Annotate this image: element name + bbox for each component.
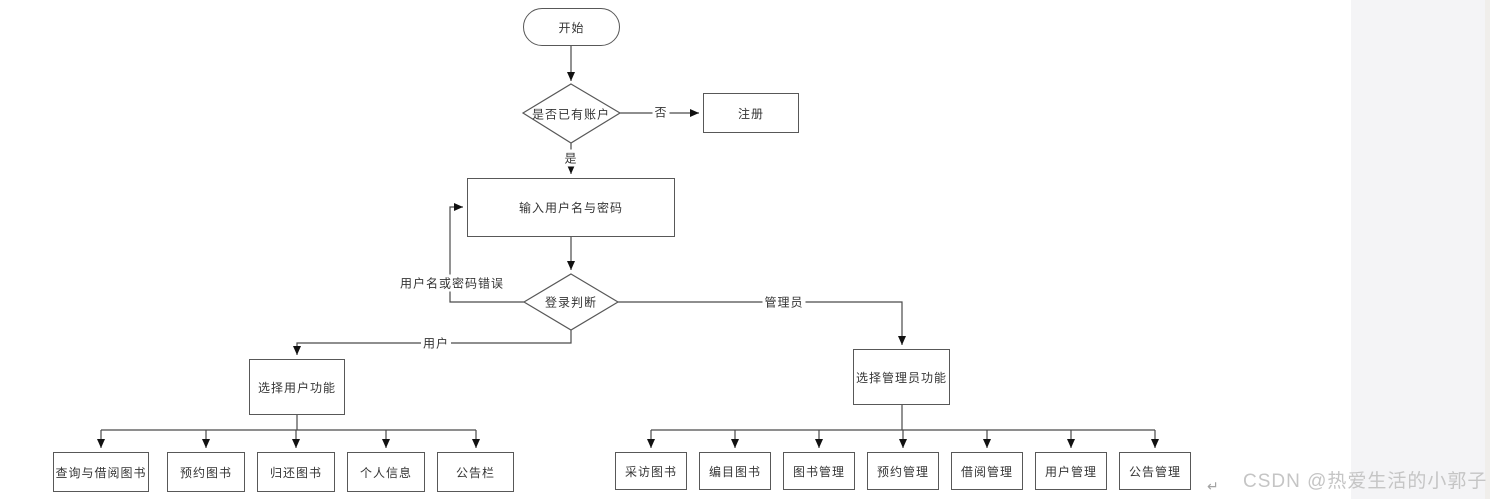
account-decision-label: 是否已有账户	[531, 107, 611, 122]
admin-function-label: 图书管理	[792, 464, 845, 479]
admin-function-node-acquire: 采访图书	[615, 452, 687, 490]
edge-label-admin: 管理员	[762, 293, 806, 311]
user-function-label: 预约图书	[179, 465, 232, 480]
admin-function-node-user-mgmt: 用户管理	[1035, 452, 1107, 490]
user-function-node-bulletin: 公告栏	[437, 452, 514, 492]
edge-label-user: 用户	[420, 334, 452, 352]
user-function-label: 个人信息	[359, 465, 412, 480]
select-admin-function-label: 选择管理员功能	[855, 370, 947, 385]
page-right-gutter	[1351, 0, 1490, 499]
login-decision-diamond	[522, 273, 620, 331]
admin-function-label: 采访图书	[624, 464, 677, 479]
vertical-scrollbar-track[interactable]	[1485, 0, 1490, 499]
edge-label-no: 否	[652, 103, 670, 121]
admin-function-label: 用户管理	[1044, 464, 1097, 479]
user-function-label: 归还图书	[269, 465, 322, 480]
register-label: 注册	[737, 106, 764, 121]
admin-function-node-borrow-mgmt: 借阅管理	[951, 452, 1023, 490]
admin-function-node-bulletin-mgmt: 公告管理	[1119, 452, 1191, 490]
edge-error-feedback-loop	[449, 203, 524, 303]
select-admin-function-node: 选择管理员功能	[853, 349, 950, 405]
user-function-node-search-borrow: 查询与借阅图书	[53, 452, 149, 492]
return-symbol-icon: ↵	[1207, 478, 1219, 494]
admin-function-node-reserve-mgmt: 预约管理	[867, 452, 939, 490]
edge-label-error: 用户名或密码错误	[397, 274, 507, 292]
admin-function-node-book-mgmt: 图书管理	[783, 452, 855, 490]
edge-label-yes: 是	[562, 149, 580, 167]
admin-function-label: 编目图书	[708, 464, 761, 479]
start-node: 开始	[523, 8, 620, 46]
admin-function-label: 公告管理	[1128, 464, 1181, 479]
register-node: 注册	[703, 93, 799, 133]
admin-function-node-catalog: 编目图书	[699, 452, 771, 490]
login-decision-label: 登录判断	[544, 295, 598, 310]
user-function-label: 公告栏	[455, 465, 495, 480]
user-function-node-reserve: 预约图书	[167, 452, 245, 492]
select-user-function-label: 选择用户功能	[257, 380, 336, 395]
input-credentials-label: 输入用户名与密码	[518, 201, 623, 215]
csdn-watermark: CSDN @热爱生活的小郭子	[1243, 471, 1488, 492]
admin-function-label: 预约管理	[876, 464, 929, 479]
admin-function-label: 借阅管理	[960, 464, 1013, 479]
account-decision-diamond	[521, 83, 622, 144]
user-function-node-profile: 个人信息	[347, 452, 425, 492]
edge-admin-branch	[618, 301, 906, 345]
input-credentials-node: 输入用户名与密码	[467, 178, 675, 237]
user-function-node-return: 归还图书	[257, 452, 335, 492]
select-user-function-node: 选择用户功能	[249, 359, 345, 415]
start-label: 开始	[558, 20, 585, 35]
user-function-label: 查询与借阅图书	[55, 465, 147, 480]
